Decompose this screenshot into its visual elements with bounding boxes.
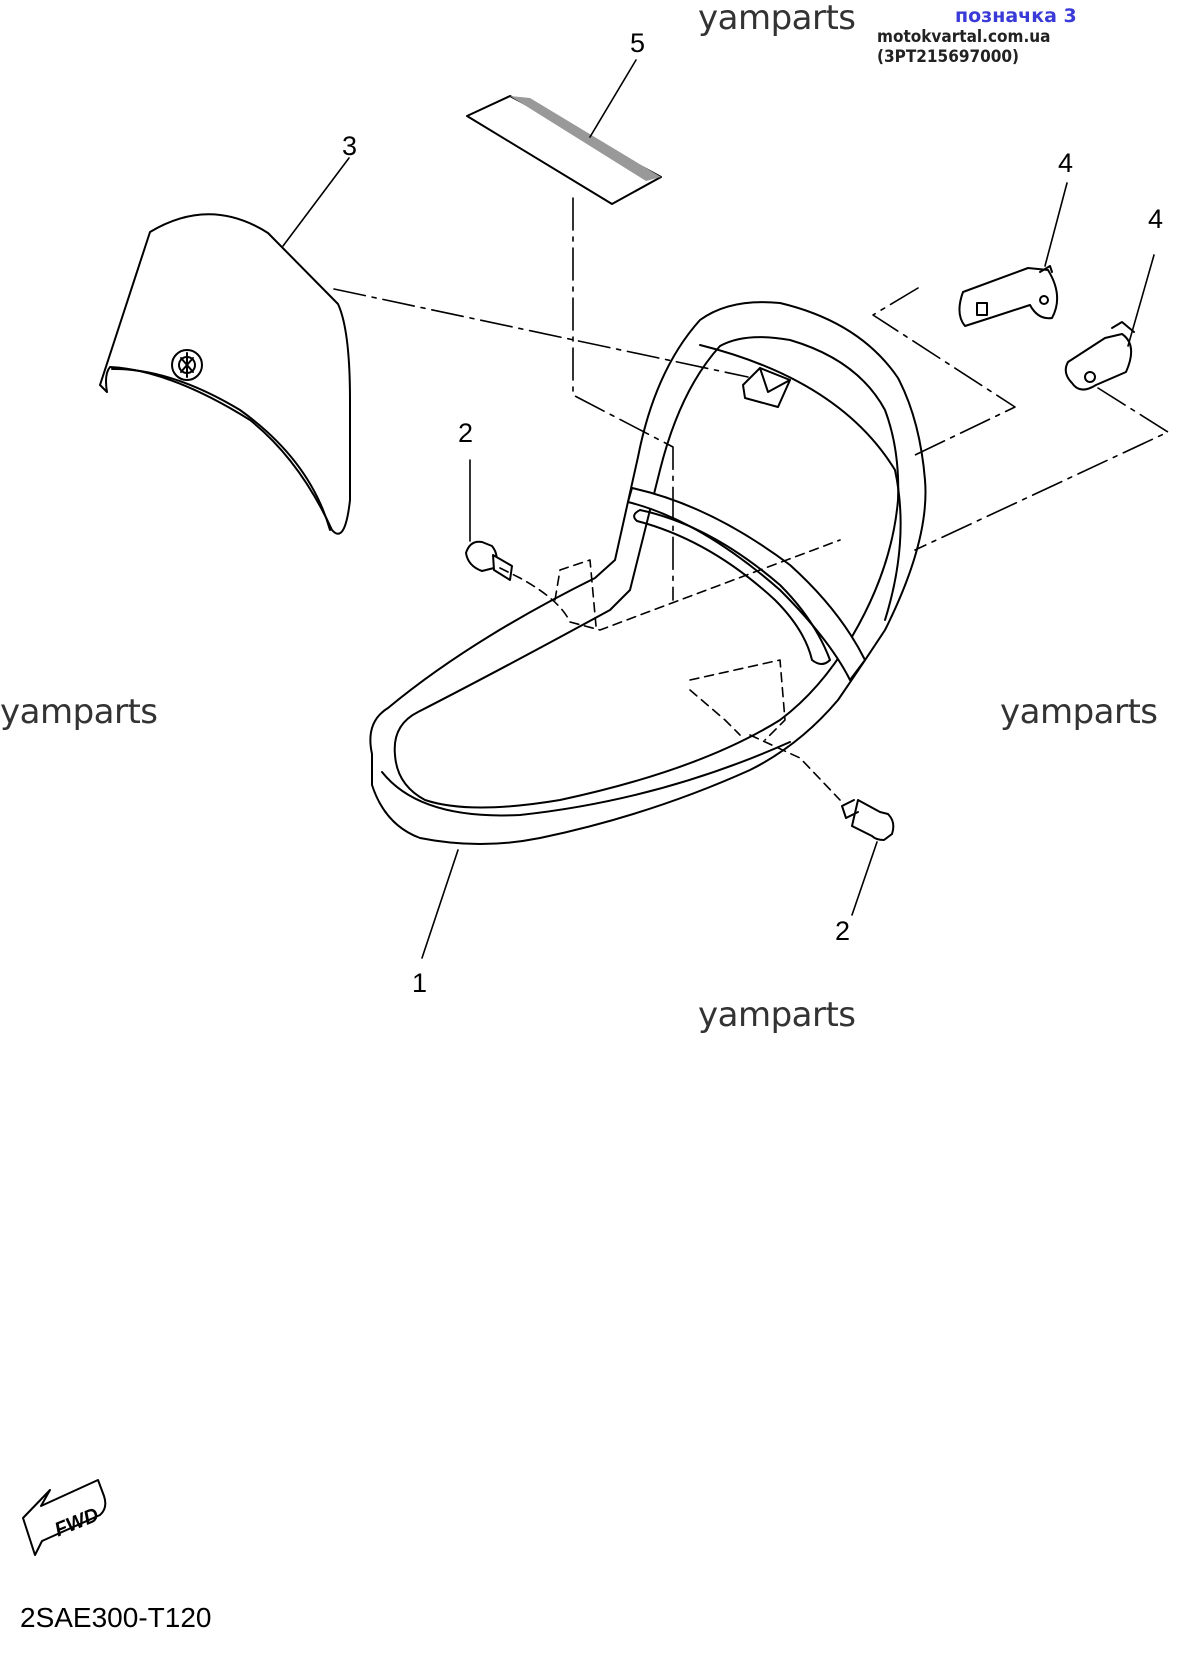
- watermark-right: yamparts: [1000, 692, 1158, 732]
- source-label: motokvartal.com.ua (3PT215697000): [877, 27, 1051, 67]
- callout-2-left: 2: [458, 418, 473, 448]
- callout-4-upper: 4: [1058, 148, 1073, 178]
- assembly-lines: [333, 197, 1169, 601]
- diagram-code: 2SAE300-T120: [20, 1602, 212, 1633]
- bolt-part-right: [841, 799, 895, 841]
- sticker-label-part: [466, 95, 662, 205]
- watermark-left: yamparts: [0, 692, 158, 732]
- callout-5: 5: [630, 28, 645, 58]
- seat-cover-part: [99, 213, 351, 535]
- seat-part: [369, 301, 927, 845]
- bolt-part-left: [465, 540, 513, 581]
- callout-2-right: 2: [835, 916, 850, 946]
- callout-3: 3: [342, 131, 357, 161]
- callout-4-lower: 4: [1148, 204, 1163, 234]
- watermark-bottom: yamparts: [698, 995, 856, 1035]
- callout-1: 1: [412, 968, 427, 998]
- part-label: позначка 3: [955, 5, 1077, 27]
- watermark-top: yamparts: [698, 0, 856, 38]
- hidden-lines: [499, 539, 841, 801]
- bracket-part-lower: [1064, 321, 1135, 391]
- bracket-part-upper: [958, 265, 1059, 327]
- leader-lines: [282, 59, 1155, 959]
- fwd-arrow-icon: [22, 1479, 107, 1556]
